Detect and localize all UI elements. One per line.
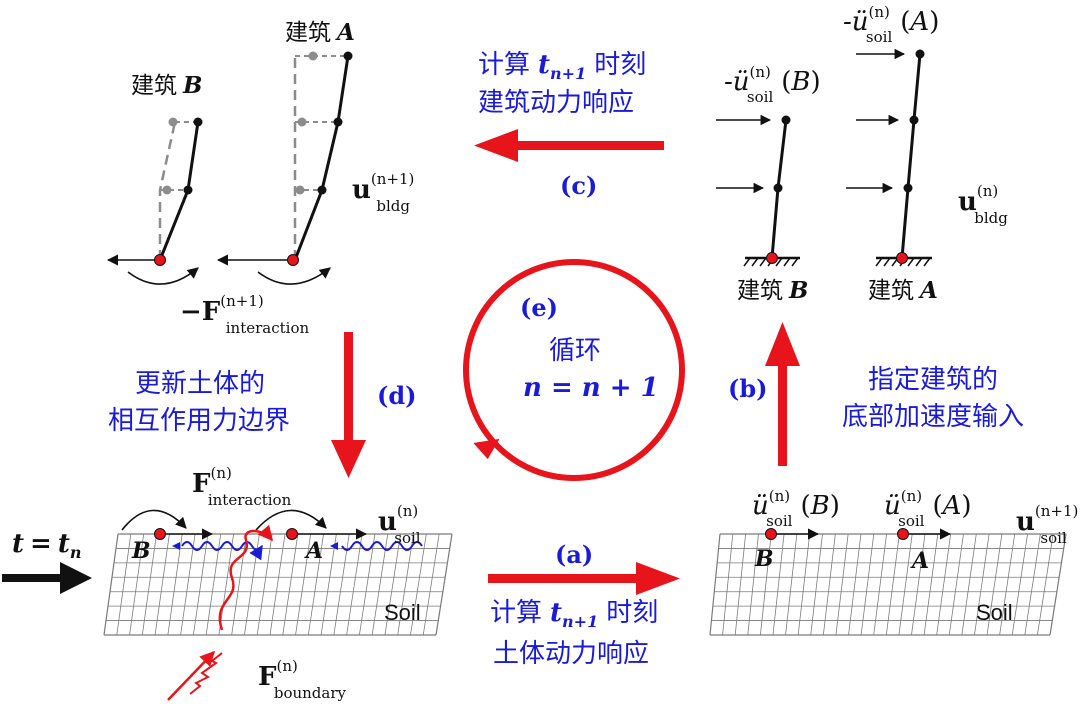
step-b-line1: 指定建筑的 <box>868 365 998 395</box>
step-d-line2: 相互作用力边界 <box>108 406 290 436</box>
soil-right-points <box>765 528 952 540</box>
soil-right-point-a: A <box>910 548 929 574</box>
step-c-id: (c) <box>560 171 597 200</box>
step-d-line1: 更新土体的 <box>135 369 265 399</box>
step-a-line2: 土体动力响应 <box>493 639 649 669</box>
acc-soil-b-top: -ü(n)soil(B) <box>724 63 821 106</box>
loop-circle <box>463 259 685 481</box>
time-arrow <box>2 562 92 594</box>
step-b-id: (b) <box>728 374 768 403</box>
soil-left-point-b: B <box>131 538 151 564</box>
arrow-step-b <box>765 322 800 466</box>
u-bldg-n1: u(n+1)bldg <box>352 170 414 215</box>
step-d-id: (d) <box>377 381 417 410</box>
step-b-line2: 底部加速度输入 <box>842 402 1024 432</box>
soil-left-interaction <box>121 509 423 701</box>
time-label: t=tn <box>12 529 81 562</box>
f-interaction-n1: −F(n+1)interaction <box>180 292 309 337</box>
soil-left-point-a: A <box>304 538 323 564</box>
u-bldg-n: u(n)bldg <box>958 182 1008 227</box>
building-b-fixed <box>716 114 800 267</box>
building-a-deformed <box>216 51 353 285</box>
f-interaction-n: F(n)interaction <box>192 464 292 509</box>
acc-soil-a-bottom: ü(n)soil(A) <box>884 487 972 530</box>
f-boundary-n: F(n)boundary <box>258 657 347 702</box>
building-a-fixed <box>846 48 932 267</box>
step-c-line2: 建筑动力响应 <box>478 88 634 118</box>
soil-right-label: Soil <box>976 600 1013 625</box>
u-soil-n1: u(n+1)soil <box>1016 502 1078 547</box>
building-b-deformed <box>106 117 203 285</box>
u-soil-n: u(n)soil <box>378 502 421 547</box>
soil-left-label: Soil <box>384 600 421 625</box>
arrow-step-a <box>488 562 680 595</box>
arrow-step-d <box>331 332 366 478</box>
acc-soil-b-bottom: ü(n)soil(B) <box>752 487 840 530</box>
arrow-step-c <box>474 129 664 162</box>
step-e-line1: 循环 <box>549 336 601 366</box>
step-e-line2: n = n + 1 <box>523 373 659 403</box>
step-a-id: (a) <box>555 540 593 569</box>
step-e-id: (e) <box>520 293 558 322</box>
acc-soil-a-top: -ü(n)soil(A) <box>843 3 939 46</box>
soil-grid-right <box>709 533 1067 636</box>
soil-right-point-b: B <box>754 546 774 572</box>
